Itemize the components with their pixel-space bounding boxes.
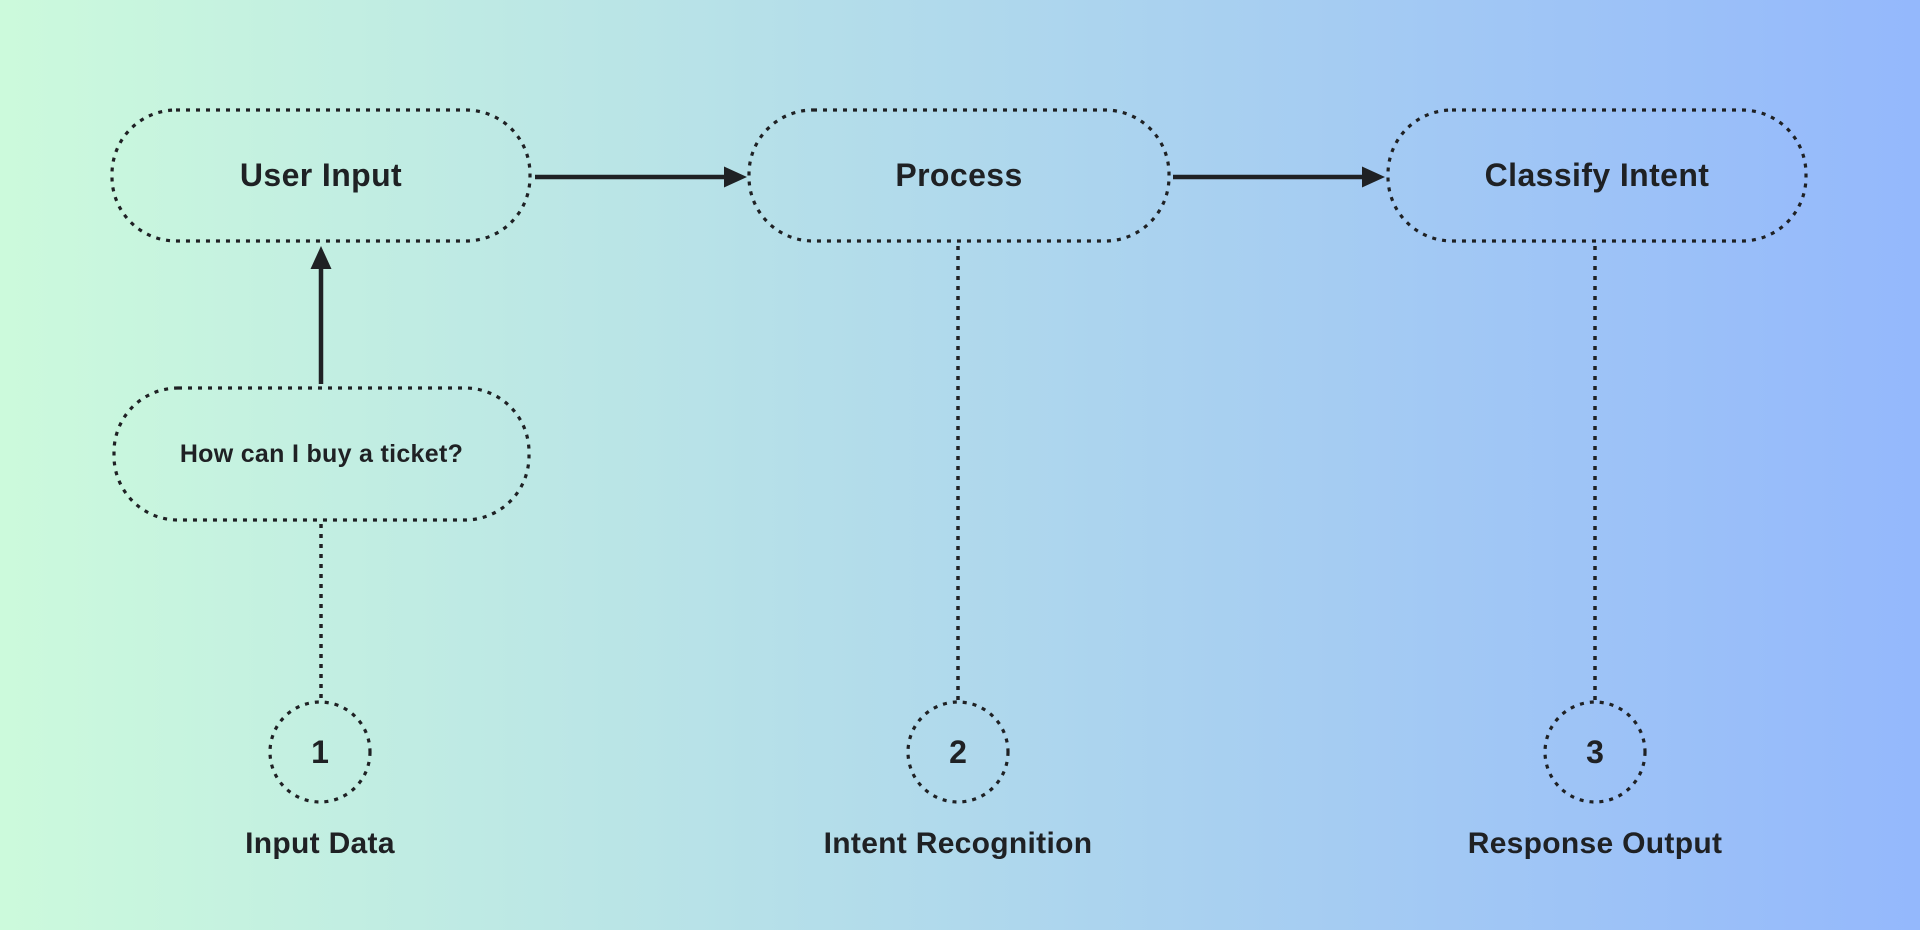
arrow-process-to-classify-intent	[1173, 166, 1385, 188]
node-classify-intent: Classify Intent	[1386, 108, 1808, 243]
step-label-intent-recognition: Intent Recognition	[823, 827, 1093, 860]
step-label-input-data: Input Data	[245, 827, 395, 860]
node-process: Process	[747, 108, 1171, 243]
dotted-circle-border	[268, 700, 372, 804]
node-classify-intent-label: Classify Intent	[1484, 157, 1710, 193]
example-question-box: How can I buy a ticket?	[112, 386, 531, 522]
step-number-1: 1	[311, 733, 329, 770]
dotted-rounded-border	[1386, 108, 1808, 243]
arrow-example-to-user-input	[310, 246, 332, 384]
dotted-circle-border	[1543, 700, 1647, 804]
arrow-user-input-to-process	[535, 166, 747, 188]
step-circle-2: 2	[906, 700, 1010, 804]
step-number-2: 2	[949, 733, 967, 770]
node-user-input-label: User Input	[239, 157, 403, 193]
step-circle-1: 1	[268, 700, 372, 804]
dotted-rounded-border	[112, 386, 531, 522]
dotted-rounded-border	[110, 108, 532, 243]
bottom-edge-strip	[0, 930, 1920, 934]
step-number-3: 3	[1586, 733, 1604, 770]
node-user-input: User Input	[110, 108, 532, 243]
dotted-rounded-border	[747, 108, 1171, 243]
step-circle-3: 3	[1543, 700, 1647, 804]
dotted-circle-border	[906, 700, 1010, 804]
example-question-label: How can I buy a ticket?	[179, 439, 464, 468]
node-process-label: Process	[895, 157, 1023, 193]
step-label-response-output: Response Output	[1467, 827, 1723, 860]
